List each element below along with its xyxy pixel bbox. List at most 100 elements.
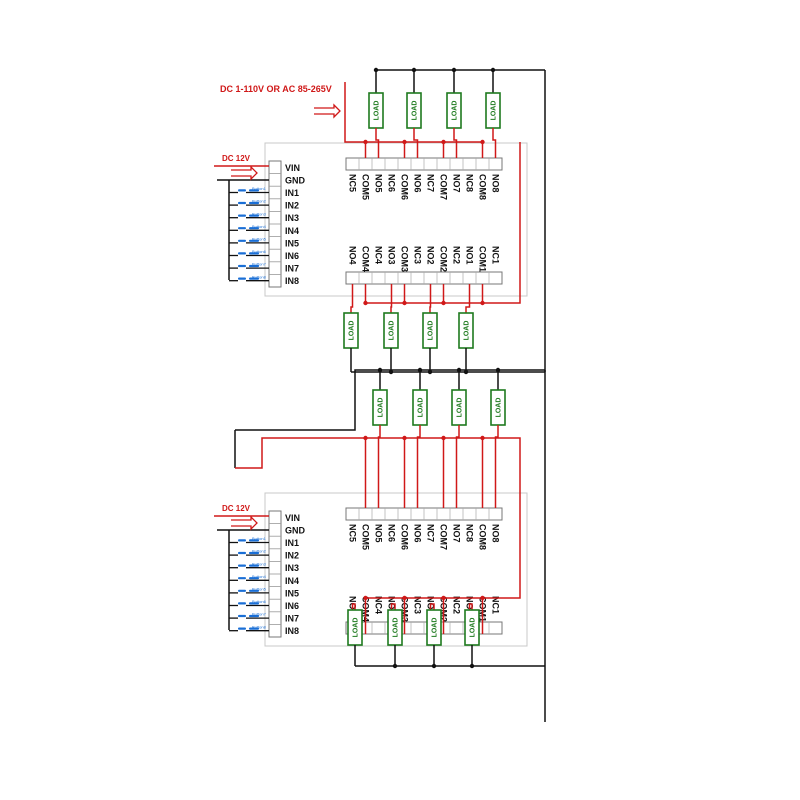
push-button: Button1: [229, 186, 269, 194]
load-label: LOAD: [457, 398, 464, 418]
junction-dot: [451, 67, 457, 73]
junction-dot: [441, 139, 446, 145]
button-left-contact: [238, 627, 246, 630]
load-to-no-wire: [492, 128, 497, 158]
board-outline: [264, 492, 528, 647]
button-label: Button2: [252, 199, 267, 204]
load-resistor: LOAD: [372, 389, 388, 426]
arrow-shape: [231, 165, 258, 181]
junction-dot: [495, 367, 501, 373]
bottom-terminal-label: NC1: [491, 246, 501, 264]
top-terminal-label: COM8: [478, 524, 488, 550]
junction-dot: [388, 369, 394, 375]
load-resistor: LOAD: [485, 92, 501, 129]
button-cap: [249, 252, 259, 255]
side-terminal-label: IN8: [285, 626, 299, 636]
push-button: Button4: [229, 224, 269, 231]
button-left-contact: [238, 201, 246, 205]
button-cap: [249, 614, 259, 618]
dc-input-label: DC 12V: [222, 154, 251, 163]
bottom-terminal-label: COM1: [478, 246, 488, 272]
button-cap: [249, 227, 259, 230]
input-arrow-icon: [231, 515, 258, 531]
bottom-terminal-label: COM4: [361, 246, 371, 272]
side-terminal-label: IN4: [285, 576, 299, 586]
top-terminal-label: NO6: [413, 524, 423, 543]
push-button: Button2: [229, 199, 269, 206]
load-resistor: LOAD: [347, 609, 363, 646]
button-left-contact: [238, 264, 246, 268]
button-cap: [249, 201, 259, 205]
push-button: Button5: [229, 237, 269, 244]
side-terminal-label: IN4: [285, 226, 299, 236]
top-terminal-label: NC7: [426, 174, 436, 192]
bottom-terminal-label: NO2: [426, 246, 436, 265]
junction-dot: [480, 300, 485, 306]
push-button: Button8: [229, 274, 269, 282]
load-resistor: LOAD: [412, 389, 428, 426]
side-terminal-label: IN2: [285, 551, 299, 561]
button-label: Button5: [252, 237, 267, 242]
junction-dot: [441, 435, 446, 441]
button-label: Button6: [252, 249, 267, 254]
bottom-terminal-label: NC2: [452, 596, 462, 614]
load-label: LOAD: [353, 618, 360, 638]
button-left-contact: [238, 277, 246, 280]
push-button: Button3: [229, 211, 269, 219]
push-button: Button7: [229, 612, 269, 619]
button-label: Button7: [252, 612, 267, 617]
load-label: LOAD: [389, 321, 396, 341]
button-left-contact: [238, 564, 246, 567]
top-terminal-label: NC6: [387, 524, 397, 542]
load-label: LOAD: [393, 618, 400, 638]
top-terminal-label: NO5: [374, 524, 384, 543]
load-resistor: LOAD: [426, 609, 442, 646]
side-terminal-label: GND: [285, 175, 306, 185]
side-terminal-label: IN8: [285, 276, 299, 286]
input-arrow-icon: [314, 103, 341, 119]
arrow-shape: [314, 103, 341, 119]
button-left-contact: [238, 602, 246, 605]
load-label: LOAD: [496, 398, 503, 418]
bottom-terminal-label: NC4: [374, 246, 384, 264]
top-terminal-label: NC5: [348, 524, 358, 542]
load-to-no-wire: [494, 425, 499, 508]
top-terminal-label: NO5: [374, 174, 384, 193]
junction-dot: [392, 663, 398, 669]
junction-dot: [373, 67, 379, 73]
push-button: Button6: [229, 599, 269, 607]
button-cap: [249, 589, 259, 592]
top-terminal-label: NO8: [491, 524, 501, 543]
button-label: Button6: [252, 599, 267, 604]
load-resistor: LOAD: [422, 312, 438, 349]
junction-dot: [480, 139, 485, 145]
side-terminal-label: IN7: [285, 264, 299, 274]
junction-dot: [411, 67, 417, 73]
bottom-terminal-label: NC3: [413, 246, 423, 264]
junction-dot: [469, 663, 475, 669]
button-cap: [249, 564, 259, 567]
load-label: LOAD: [349, 321, 356, 341]
load-label: LOAD: [464, 321, 471, 341]
junction-dot: [402, 300, 407, 306]
load-resistor: LOAD: [343, 312, 359, 349]
bottom-terminal-label: NO4: [348, 246, 358, 265]
bottom-terminal-label: NC3: [413, 596, 423, 614]
load-resistor: LOAD: [387, 609, 403, 646]
bottom-terminal-label: NO1: [465, 246, 475, 265]
junction-dot: [363, 300, 368, 306]
junction-dot: [441, 595, 446, 601]
button-label: Button5: [252, 587, 267, 592]
button-left-contact: [238, 252, 246, 255]
side-terminal-label: IN3: [285, 563, 299, 573]
button-cap: [249, 264, 259, 268]
side-terminal-label: IN6: [285, 601, 299, 611]
side-terminal-label: VIN: [285, 513, 300, 523]
load-label: LOAD: [452, 101, 459, 121]
load-to-no-wire: [413, 128, 419, 158]
bottom-com-bus-wire: [365, 142, 521, 304]
junction-dot: [427, 369, 433, 375]
top-terminal-label: COM6: [400, 524, 410, 550]
button-cap: [249, 214, 259, 217]
no-to-load-wire: [429, 284, 432, 313]
